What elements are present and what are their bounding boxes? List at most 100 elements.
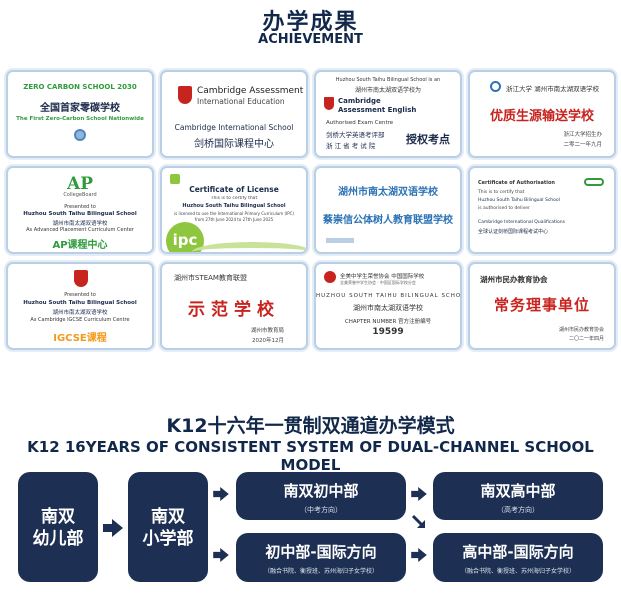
exam-centre-card: Huzhou South Taihu Bilingual School is a… <box>314 70 462 158</box>
honor-society-card: 全美中学生荣誉协会 中国国际学校 全美荣誉中学生协会 · 中国区国际学校分会 H… <box>314 262 462 350</box>
igcse-line1: Presented to <box>64 292 96 298</box>
honor-society-logo-icon <box>324 271 336 283</box>
exam-centre-line5: 浙 江 省 考 试 院 <box>326 142 376 150</box>
private-assoc-sign1: 湖州市民办教育协会 <box>558 327 604 333</box>
igcse-label: IGCSE课程 <box>53 333 107 344</box>
university-seal-top: 浙江大学 湖州市南太湖双语学校 <box>506 85 600 93</box>
license-swoosh <box>192 242 306 252</box>
cambridge-school-zh: 剑桥国际课程中心 <box>194 139 274 150</box>
license-line2: Huzhou South Taihu Bilingual School <box>182 203 286 209</box>
honor-society-number: 19599 <box>372 327 404 337</box>
alliance-title: 蔡崇信公体树人教育联盟学校 <box>323 215 453 226</box>
middle-intl-title: 初中部-国际方向 <box>265 543 377 561</box>
arrow-right-icon <box>213 487 229 501</box>
primary-line2: 小学部 <box>142 529 194 549</box>
primary-box: 南双 小学部 <box>128 472 208 582</box>
exam-centre-brand: Cambridge Assessment English <box>338 97 417 114</box>
zero-carbon-card: ZERO CARBON SCHOOL 2030 全国首家零碳学校 The Fir… <box>6 70 154 158</box>
globe-icon <box>74 129 86 141</box>
arrow-right-icon <box>103 519 123 537</box>
arrow-diagonal-icon <box>411 514 425 528</box>
ap-line1: Presented to <box>64 204 96 210</box>
ipc-logo: ipc <box>166 222 204 252</box>
arrow-right-icon <box>411 548 427 562</box>
license-line4: from 27th June 2024 to 27th June 2025 <box>194 217 274 222</box>
high-school-sub: （高考方向） <box>497 506 539 514</box>
steam-card: 湖州市STEAM教育联盟 示范学校 湖州市教育局 2020年12月 <box>160 262 308 350</box>
university-seal-sign2: 二零二一年九月 <box>563 142 602 148</box>
authorisation-line4: Cambridge International Qualifications <box>478 220 565 225</box>
igcse-line4: As Cambridge IGCSE Curriculum Centre <box>30 317 130 323</box>
cambridge-crest-small-icon <box>74 270 88 287</box>
authorisation-line5: 全球认证剑桥国际课程考试中心 <box>478 229 549 235</box>
cambridge-school-en: Cambridge International School <box>174 123 294 132</box>
authorisation-line1: This is to certify that <box>478 190 525 195</box>
achievement-title: 办学成果 <box>262 10 359 35</box>
license-card: Certificate of License This is to certif… <box>160 166 308 254</box>
license-title: Certificate of License <box>189 185 279 194</box>
university-seal-title: 优质生源输送学校 <box>489 109 594 124</box>
high-intl-sub: （融合书院、衡授班、苏州海归子女学校） <box>460 568 575 575</box>
high-intl-box: 高中部-国际方向 （融合书院、衡授班、苏州海归子女学校） <box>433 533 603 582</box>
middle-intl-sub: （融合书院、衡授班、苏州海归子女学校） <box>263 568 378 575</box>
private-assoc-card: 湖州市民办教育协会 常务理事单位 湖州市民办教育协会 二〇二一年四月 <box>468 262 616 350</box>
high-school-box: 南双高中部 （高考方向） <box>433 472 603 520</box>
steam-org: 湖州市STEAM教育联盟 <box>174 274 247 282</box>
primary-line1: 南双 <box>151 507 185 527</box>
arrow-right-icon <box>213 548 229 562</box>
license-line1: This is to certify that <box>210 196 258 201</box>
zero-carbon-logo: ZERO CARBON SCHOOL 2030 <box>23 83 137 91</box>
zero-carbon-name-zh: 全国首家零碳学校 <box>40 103 120 114</box>
high-school-title: 南双高中部 <box>480 482 556 500</box>
arrow-right-icon <box>411 487 427 501</box>
private-assoc-sign2: 二〇二一年四月 <box>568 336 604 342</box>
exam-centre-line4: 剑桥大学英语考评部 <box>326 131 385 139</box>
cambridge-org-line1: Cambridge Assessment <box>197 86 304 96</box>
university-seal-sign1: 浙江大学招生办 <box>563 132 602 138</box>
alliance-footer-icon <box>326 238 354 243</box>
kindergarten-line2: 幼儿部 <box>32 529 84 549</box>
exam-centre-line3: Authorised Exam Centre <box>326 120 394 126</box>
honor-society-school-en: HUZHOU SOUTH TAIHU BILINGUAL SCHOOL <box>316 293 460 299</box>
private-assoc-title: 常务理事单位 <box>493 296 590 314</box>
authorisation-logo-icon <box>584 178 604 186</box>
exam-centre-line2: 湖州市南太湖双语学校为 <box>354 87 421 94</box>
middle-intl-box: 初中部-国际方向 （融合书院、衡授班、苏州海归子女学校） <box>236 533 406 582</box>
exam-centre-badge: 授权考点 <box>406 133 450 146</box>
authorisation-title: Certificate of Authorisation <box>478 180 555 186</box>
private-assoc-org: 湖州市民办教育协会 <box>480 275 548 284</box>
model-title: K12十六年一贯制双通道办学模式 <box>166 415 455 437</box>
cambridge-international-card: Cambridge Assessment International Educa… <box>160 70 308 158</box>
alliance-card: 湖州市南太湖双语学校 蔡崇信公体树人教育联盟学校 <box>314 166 462 254</box>
honor-society-school-zh: 湖州市南太湖双语学校 <box>353 304 423 312</box>
ap-card: AP CollegeBoard Presented to Huzhou Sout… <box>6 166 154 254</box>
cambridge-shield-icon <box>324 97 334 110</box>
university-logo-icon <box>490 81 501 92</box>
ap-label: AP课程中心 <box>52 240 108 251</box>
igcse-card: Presented to Huzhou South Taihu Bilingua… <box>6 262 154 350</box>
ap-logo-sub: CollegeBoard <box>63 192 97 198</box>
kindergarten-line1: 南双 <box>41 507 75 527</box>
exam-centre-line1: Huzhou South Taihu Bilingual School is a… <box>335 77 441 83</box>
authorisation-line2: Huzhou South Taihu Bilingual School <box>478 198 560 203</box>
license-line3: is licensed to use the International Pri… <box>174 211 294 216</box>
ap-logo: AP <box>67 174 93 194</box>
middle-school-sub: （中考方向） <box>300 506 342 514</box>
university-seal-card: 浙江大学 湖州市南太湖双语学校 优质生源输送学校 浙江大学招生办 二零二一年九月 <box>468 70 616 158</box>
authorisation-card: Certificate of Authorisation This is to … <box>468 166 616 254</box>
cambridge-crest-icon <box>178 86 192 104</box>
model-subtitle: K12 16YEARS OF CONSISTENT SYSTEM OF DUAL… <box>27 438 594 474</box>
ap-line4: As Advanced Placement Curriculum Center <box>26 227 134 233</box>
license-corner-icon <box>170 174 180 184</box>
honor-society-sub: 全美荣誉中学生协会 · 中国区国际学校分会 <box>340 280 416 285</box>
alliance-school: 湖州市南太湖双语学校 <box>338 187 438 198</box>
zero-carbon-name-en: The First Zero-Carbon School Nationwide <box>16 116 144 122</box>
authorisation-line3: is authorised to deliver <box>478 206 530 211</box>
steam-sign1: 湖州市教育局 <box>250 328 284 334</box>
middle-school-title: 南双初中部 <box>283 482 359 500</box>
steam-title: 示范学校 <box>188 300 280 320</box>
kindergarten-box: 南双 幼儿部 <box>18 472 98 582</box>
middle-school-box: 南双初中部 （中考方向） <box>236 472 406 520</box>
honor-society-chapter: CHAPTER NUMBER 官方注册编号 <box>344 319 432 325</box>
cambridge-org-line2: International Education <box>197 97 285 106</box>
